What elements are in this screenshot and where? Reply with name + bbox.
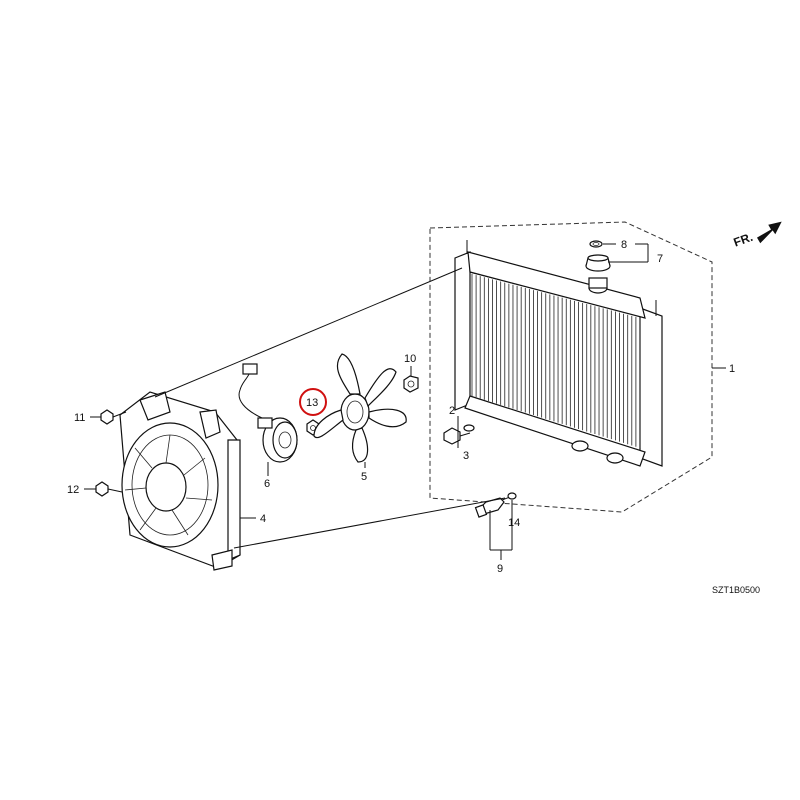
o-ring-icon[interactable] [463,424,475,432]
front-direction-indicator: FR. [732,221,782,250]
radiator-cap-icon[interactable] [585,254,611,272]
radiator-assembly-box [429,221,713,513]
radiator-icon[interactable] [454,240,663,467]
drain-plug-icon[interactable] [443,427,471,445]
callout-12: 12 [67,484,79,496]
callout-14: 14 [508,517,520,529]
callout-7: 7 [657,253,663,265]
bolt-icon[interactable] [100,409,127,425]
callout-9: 9 [497,563,503,575]
callout-13: 13 [306,397,318,409]
callout-3: 3 [463,450,469,462]
leader-lines [84,243,726,560]
drawing-code: SZT1B0500 [712,585,760,595]
bolt-12-icon[interactable] [95,481,123,497]
callout-5: 5 [361,471,367,483]
direction-label: FR. [732,230,755,250]
cap-seal-icon[interactable] [589,240,603,248]
callout-4: 4 [260,513,266,525]
cushion-icon[interactable] [403,375,419,393]
thermo-oring-icon[interactable] [507,492,517,500]
fan-motor-icon[interactable] [238,363,298,463]
callout-1: 1 [729,363,735,375]
callout-8: 8 [621,239,627,251]
callout-10: 10 [404,353,416,365]
front-arrow-icon [757,221,782,244]
callout-2: 2 [449,405,455,417]
highlight-ring [299,388,327,416]
callout-11: 11 [74,412,85,424]
fan-blade-icon[interactable] [313,353,407,463]
fan-shroud-icon[interactable] [119,391,241,571]
callout-labels: 1 2 3 4 5 6 7 8 9 10 11 12 13 14 [67,239,735,575]
callout-6: 6 [264,478,270,490]
